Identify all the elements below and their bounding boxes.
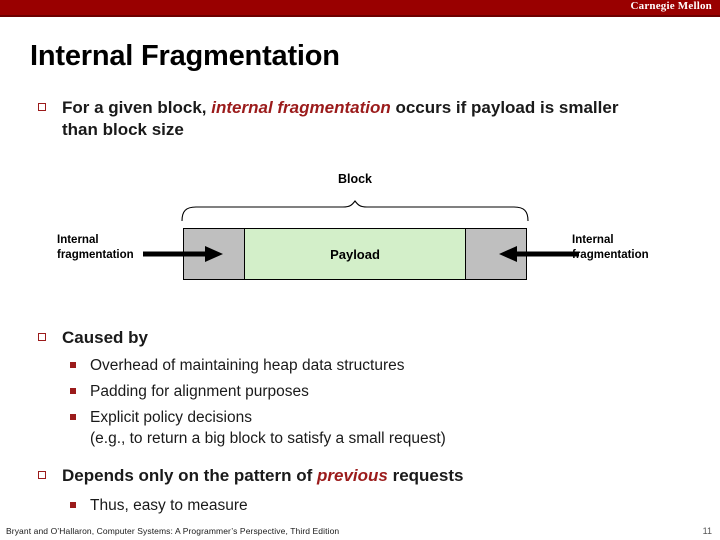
sub-bullet-square-icon — [70, 414, 76, 420]
arrow-left-icon — [499, 246, 579, 262]
right-fragmentation-label-line1: Internal — [572, 234, 614, 246]
institution-label: Carnegie Mellon — [630, 0, 712, 12]
brace-label: Block — [337, 172, 373, 186]
sub-bullet-square-icon — [70, 502, 76, 508]
bullet-item-depends: Depends only on the pattern of previous … — [38, 465, 638, 487]
bullet-square-icon — [38, 471, 46, 479]
bullet-definition-text: For a given block, internal fragmentatio… — [62, 97, 658, 141]
bullet-depends-text: Depends only on the pattern of previous … — [62, 465, 463, 487]
sub-bullet-square-icon — [70, 388, 76, 394]
sub-bullet-measure: Thus, easy to measure — [70, 495, 248, 516]
left-fragmentation-label: Internal fragmentation — [57, 233, 167, 263]
sub-bullet-square-icon — [70, 362, 76, 368]
curly-brace-icon — [181, 200, 529, 222]
bullet-square-icon — [38, 103, 46, 111]
arrow-right-icon — [143, 246, 223, 262]
bullet-definition-emphasis: internal fragmentation — [211, 98, 391, 117]
bullet-definition-post: occurs if payload is smaller than block … — [62, 98, 619, 139]
memory-block-bar: Payload — [183, 228, 527, 280]
right-fragmentation-label: Internal fragmentation — [572, 233, 692, 263]
bullet-definition-pre: For a given block, — [62, 98, 212, 117]
payload-segment: Payload — [245, 229, 465, 279]
page-number: 11 — [702, 526, 712, 536]
top-banner — [0, 0, 720, 17]
sub-bullet-padding: Padding for alignment purposes — [70, 381, 309, 402]
left-fragmentation-label-line1: Internal — [57, 234, 99, 246]
sub-bullet-measure-text: Thus, easy to measure — [90, 497, 248, 514]
sub-bullet-policy-text: Explicit policy decisions (e.g., to retu… — [90, 409, 446, 447]
bullet-depends-post: requests — [387, 466, 464, 485]
right-fragmentation-label-line2: fragmentation — [572, 249, 649, 261]
bullet-item-definition: For a given block, internal fragmentatio… — [38, 97, 658, 141]
bullet-square-icon — [38, 333, 46, 341]
bullet-depends-pre: Depends only on the pattern of — [62, 466, 318, 485]
page-title: Internal Fragmentation — [30, 40, 340, 72]
bullet-item-caused-by: Caused by — [38, 327, 598, 349]
bullet-caused-by-text: Caused by — [62, 328, 148, 347]
sub-bullet-overhead-text: Overhead of maintaining heap data struct… — [90, 357, 405, 374]
left-fragmentation-label-line2: fragmentation — [57, 249, 134, 261]
footer-citation: Bryant and O’Hallaron, Computer Systems:… — [6, 526, 340, 536]
sub-bullet-padding-text: Padding for alignment purposes — [90, 383, 309, 400]
sub-bullet-policy: Explicit policy decisions (e.g., to retu… — [70, 407, 446, 449]
sub-bullet-overhead: Overhead of maintaining heap data struct… — [70, 355, 405, 376]
block-fragmentation-diagram: Block Payload Internal fragmentation Int… — [0, 165, 720, 295]
bullet-depends-emphasis: previous — [317, 466, 388, 485]
